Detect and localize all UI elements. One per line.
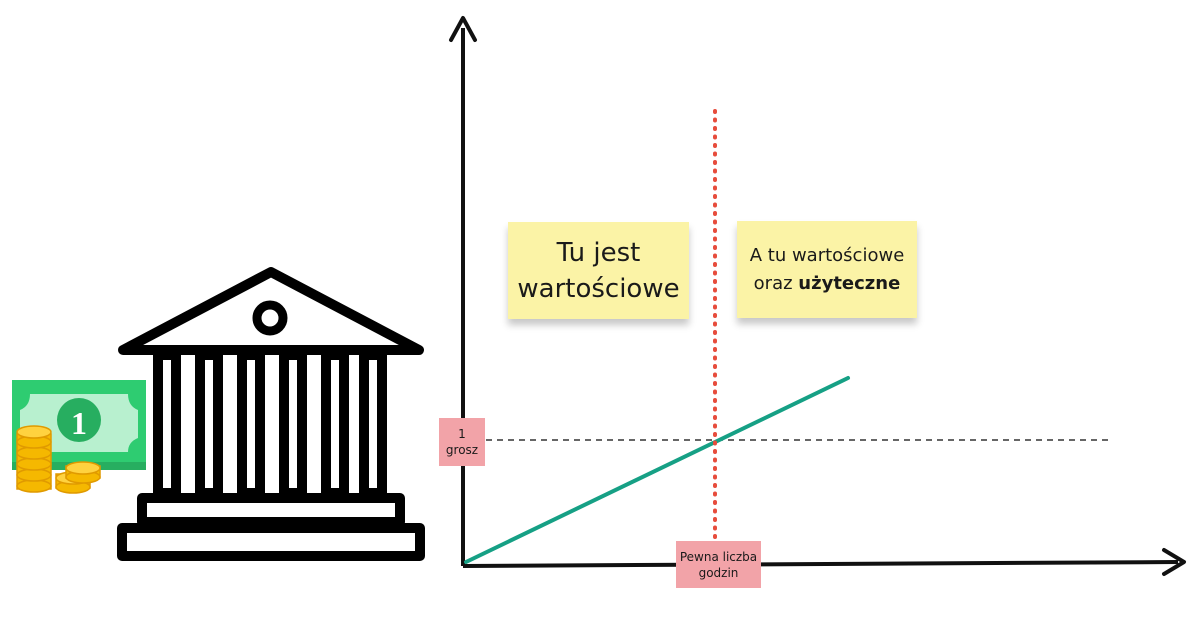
- trend-line: [464, 376, 850, 564]
- dollar-bill-icon: 1: [12, 380, 146, 470]
- note-left-line1: Tu jest: [556, 237, 641, 268]
- x-marker-line1: Pewna liczba: [679, 549, 758, 564]
- y-axis-marker-label: 1 grosz: [439, 418, 485, 466]
- note-right-line2: oraz użyteczne: [750, 270, 905, 298]
- sticky-note-valuable: Tu jest wartościowe: [508, 222, 689, 319]
- y-axis: [449, 16, 477, 566]
- y-marker-line2: grosz: [445, 443, 479, 457]
- note-right-prefix: oraz: [753, 272, 799, 294]
- note-left-line2: wartościowe: [517, 273, 680, 304]
- svg-text:1: 1: [71, 405, 87, 441]
- note-right-bold: użyteczne: [798, 272, 901, 294]
- bank-building-icon: [117, 267, 425, 561]
- y-marker-line1: 1: [458, 427, 466, 441]
- x-axis: [462, 548, 1186, 576]
- x-axis-marker-label: Pewna liczba godzin: [676, 541, 761, 588]
- note-right-line1: A tu wartościowe: [749, 244, 905, 266]
- sticky-note-valuable-useful: A tu wartościowe oraz użyteczne: [737, 221, 917, 318]
- coin-stack-icon: [16, 425, 101, 494]
- x-marker-line2: godzin: [698, 565, 739, 580]
